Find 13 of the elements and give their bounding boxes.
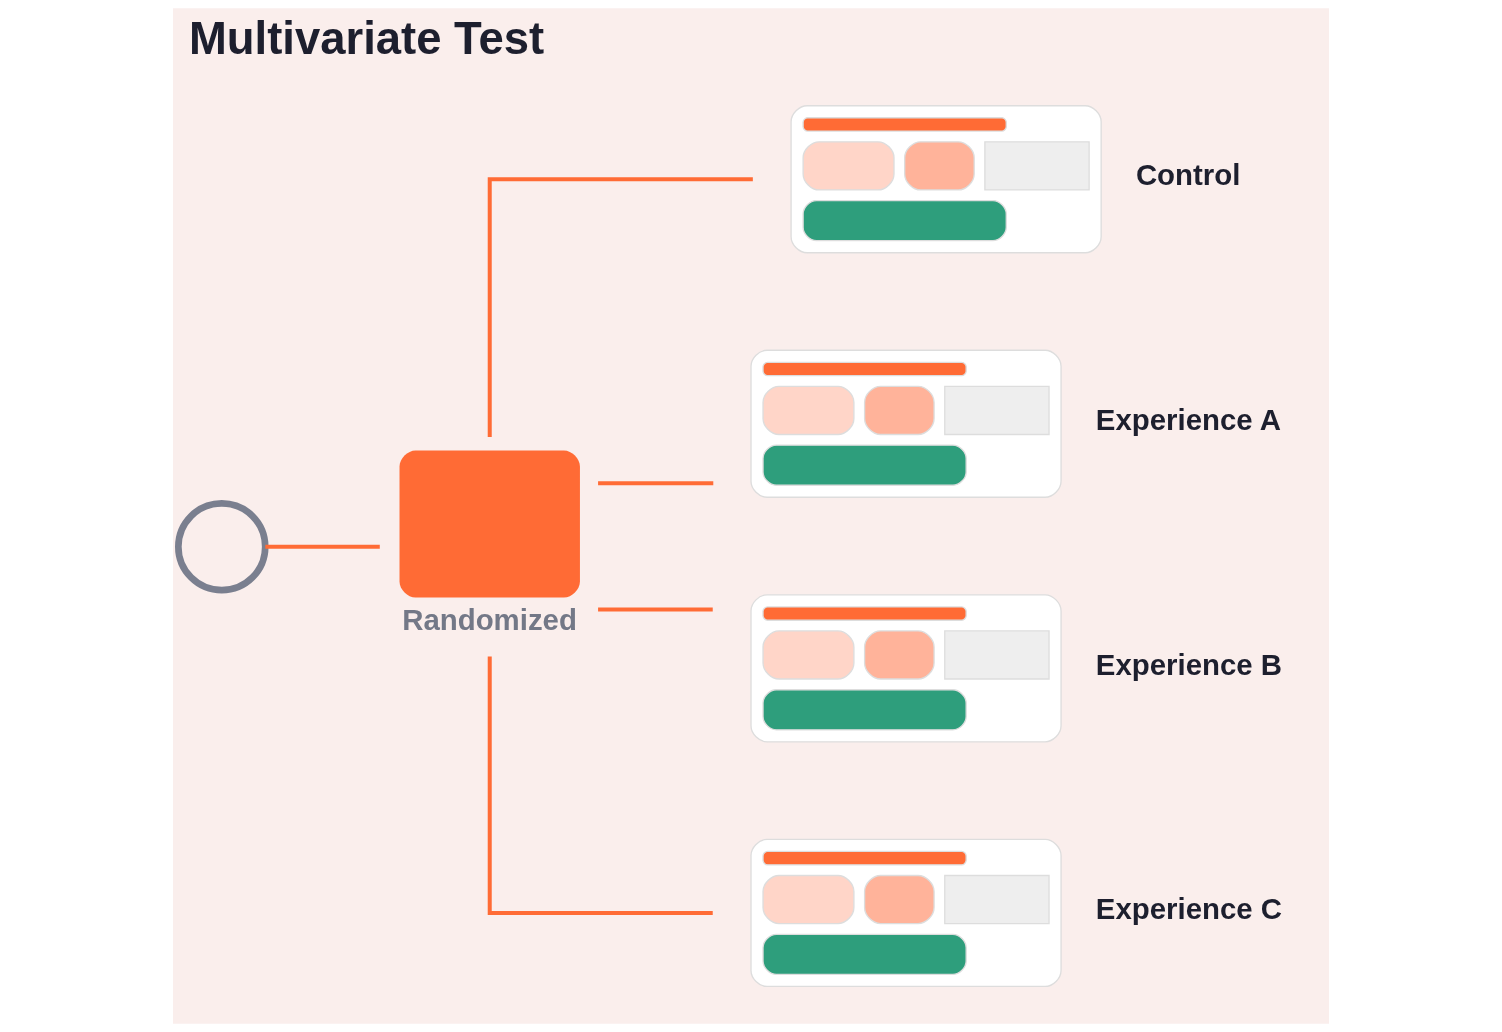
connector (598, 481, 714, 486)
node-box (399, 450, 580, 598)
node-label: Randomized (402, 603, 577, 637)
connector (265, 544, 380, 549)
connector (487, 177, 753, 437)
diagram-title: Multivariate Test (189, 12, 545, 64)
node-person (175, 499, 269, 594)
connector (598, 607, 713, 612)
node-label: Experience B (1095, 647, 1283, 681)
node-label: Experience A (1095, 402, 1281, 436)
connector (487, 656, 713, 915)
node-label: Experience C (1095, 892, 1283, 926)
node-label: Control (1135, 158, 1241, 192)
